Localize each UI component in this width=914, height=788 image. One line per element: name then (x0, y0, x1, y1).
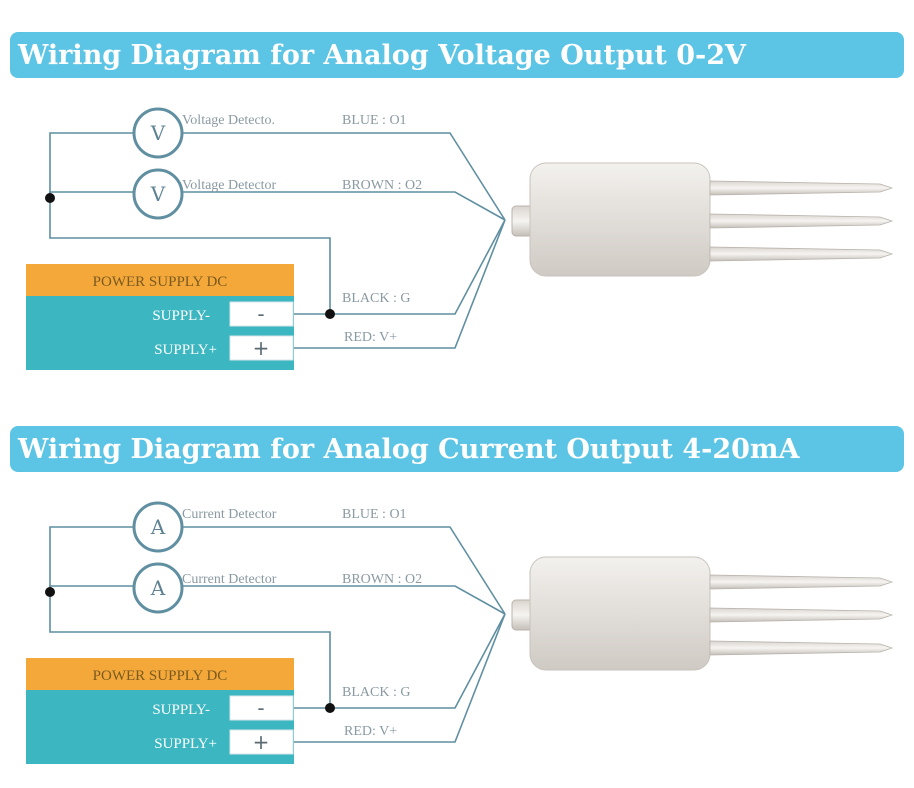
supply-plus-label: SUPPLY+ (154, 342, 217, 358)
supply-minus-label: SUPPLY- (152, 702, 210, 718)
wire-label-g: BLACK : G (342, 685, 410, 700)
meter-symbol: A (150, 576, 166, 600)
wire-label-o2: BROWN : O2 (342, 572, 422, 587)
current-wiring-diagram: Wiring Diagram for Analog Current Output… (0, 394, 914, 788)
diagram-title: Wiring Diagram for Analog Current Output… (17, 434, 800, 465)
sensor-probe (709, 246, 894, 262)
sensor-probe (709, 607, 894, 623)
sensor-probe (709, 213, 894, 229)
detector-label: Current Detector (182, 507, 277, 522)
supply-minus-label: SUPPLY- (152, 308, 210, 324)
sensor-probe (709, 180, 894, 196)
detector-meter-2: A (132, 562, 184, 614)
power-supply-block: POWER SUPPLY DC SUPPLY- SUPPLY+ - + (26, 264, 294, 370)
wire-label-o2: BROWN : O2 (342, 178, 422, 193)
sensor-body (529, 162, 711, 277)
circuit-wires (45, 132, 506, 349)
soil-sensor (511, 162, 894, 277)
sensor-body (529, 556, 711, 671)
meter-symbol: V (150, 121, 166, 145)
wire-label-o1: BLUE : O1 (342, 113, 407, 128)
plus-sign: + (253, 336, 270, 360)
wire-label-v: RED: V+ (344, 724, 397, 739)
detector-meter-2: V (132, 168, 184, 220)
circuit-wires (45, 526, 506, 743)
junction-dot (45, 587, 55, 597)
power-supply-title: POWER SUPPLY DC (93, 274, 228, 290)
minus-sign: - (257, 696, 264, 720)
supply-minus-terminal: - (229, 301, 294, 327)
supply-plus-label: SUPPLY+ (154, 736, 217, 752)
title-bar: Wiring Diagram for Analog Current Output… (10, 426, 904, 472)
title-bar: Wiring Diagram for Analog Voltage Output… (10, 32, 904, 78)
detector-label: Voltage Detector (182, 178, 277, 193)
plus-sign: + (253, 730, 270, 754)
supply-plus-terminal: + (229, 729, 294, 755)
meter-symbol: A (150, 515, 166, 539)
detector-label: Voltage Detecto. (182, 113, 275, 128)
minus-sign: - (257, 302, 264, 326)
supply-plus-terminal: + (229, 335, 294, 361)
detector-meter-1: V (132, 107, 184, 159)
detector-meter-1: A (132, 501, 184, 553)
wire-label-v: RED: V+ (344, 330, 397, 345)
power-supply-block: POWER SUPPLY DC SUPPLY- SUPPLY+ - + (26, 658, 294, 764)
voltage-wiring-diagram: Wiring Diagram for Analog Voltage Output… (10, 32, 904, 370)
diagram-title: Wiring Diagram for Analog Voltage Output… (17, 40, 747, 71)
wire-label-g: BLACK : G (342, 291, 410, 306)
junction-dot (45, 193, 55, 203)
sensor-probe (709, 640, 894, 656)
supply-minus-terminal: - (229, 695, 294, 721)
meter-symbol: V (150, 182, 166, 206)
junction-dot (325, 309, 335, 319)
wire-label-o1: BLUE : O1 (342, 507, 407, 522)
soil-sensor (511, 556, 894, 671)
junction-dot (325, 703, 335, 713)
sensor-probe (709, 574, 894, 590)
detector-label: Current Detector (182, 572, 277, 587)
power-supply-title: POWER SUPPLY DC (93, 668, 228, 684)
